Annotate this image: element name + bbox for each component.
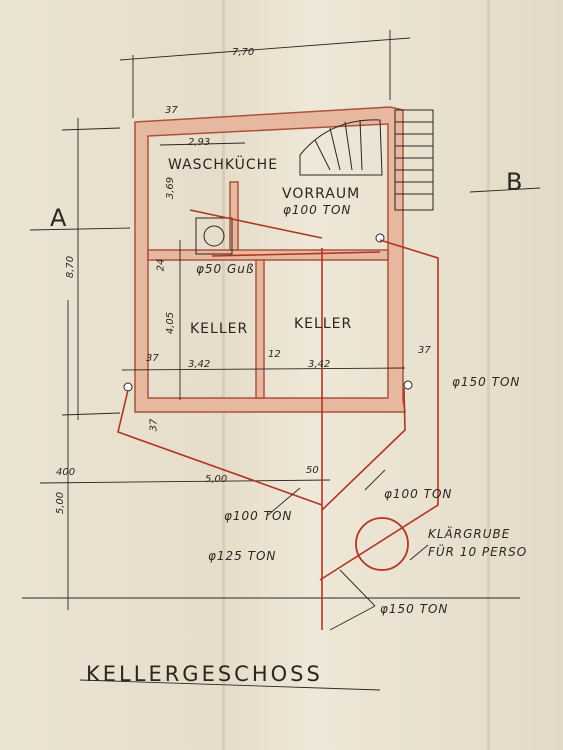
septic-label-line2: FÜR 10 PERSO xyxy=(428,545,528,559)
dim-right-wall: 37 xyxy=(418,345,431,356)
inner-wall-vertical xyxy=(255,259,265,399)
section-mark-b: B xyxy=(506,168,523,196)
dim-wall-small: 24 xyxy=(155,258,167,272)
septic-tank xyxy=(355,517,409,571)
room-label-keller-left: KELLER xyxy=(190,321,249,337)
room-label-waschkueche: WASCHKÜCHE xyxy=(168,157,279,173)
fixtures xyxy=(123,217,413,392)
drainage-pipes xyxy=(117,209,439,630)
inner-wall-upper xyxy=(229,181,239,251)
dim-keller-left-width: 3,42 xyxy=(188,359,211,370)
dim-total-height: 8,70 xyxy=(65,255,77,279)
dim-offset-400: 400 xyxy=(56,467,76,478)
paper-fold xyxy=(487,0,490,750)
dim-keller-right-width: 3,42 xyxy=(308,359,331,370)
dim-offset-50: 50 xyxy=(306,465,319,476)
septic-label-line1: KLÄRGRUBE xyxy=(428,527,511,541)
pipe-label-left: φ100 TON xyxy=(224,509,293,523)
dim-offset-500: 5,00 xyxy=(55,491,67,515)
dim-inner-wall: 12 xyxy=(268,349,281,360)
pipe-label-right: φ150 TON xyxy=(452,375,521,389)
building-walls xyxy=(134,106,406,413)
pipe-label-outlet: φ150 TON xyxy=(380,602,449,616)
stairs xyxy=(299,109,434,211)
leader-arrows xyxy=(267,469,429,631)
dim-left-wall: 37 xyxy=(146,353,159,364)
section-mark-a: A xyxy=(50,204,67,232)
paper-fold xyxy=(222,0,225,750)
pipe-label-main: φ125 TON xyxy=(208,549,277,563)
drawing-title: KELLERGESCHOSS xyxy=(86,662,323,686)
dim-bottom-wall: 37 xyxy=(148,418,160,432)
dimension-lines xyxy=(22,30,541,691)
dim-room-height-lower: 4,05 xyxy=(165,311,177,335)
pipe-label-mid: φ100 TON xyxy=(384,487,453,501)
outer-wall xyxy=(134,106,406,413)
dim-total-width: 7,70 xyxy=(232,47,255,58)
dim-room-height-upper: 3,69 xyxy=(165,176,177,200)
dim-offset-500-horizontal: 5,00 xyxy=(205,474,228,485)
dim-room-width-upper: 2,93 xyxy=(188,137,211,148)
dim-wall-top: 37 xyxy=(165,105,178,116)
room-label-vorraum: VORRAUM xyxy=(282,186,361,202)
room-label-keller-right: KELLER xyxy=(294,316,353,332)
pipe-label-vorraum: φ100 TON xyxy=(283,203,352,217)
pipe-label-drain-50: φ50 Guß xyxy=(196,262,255,276)
